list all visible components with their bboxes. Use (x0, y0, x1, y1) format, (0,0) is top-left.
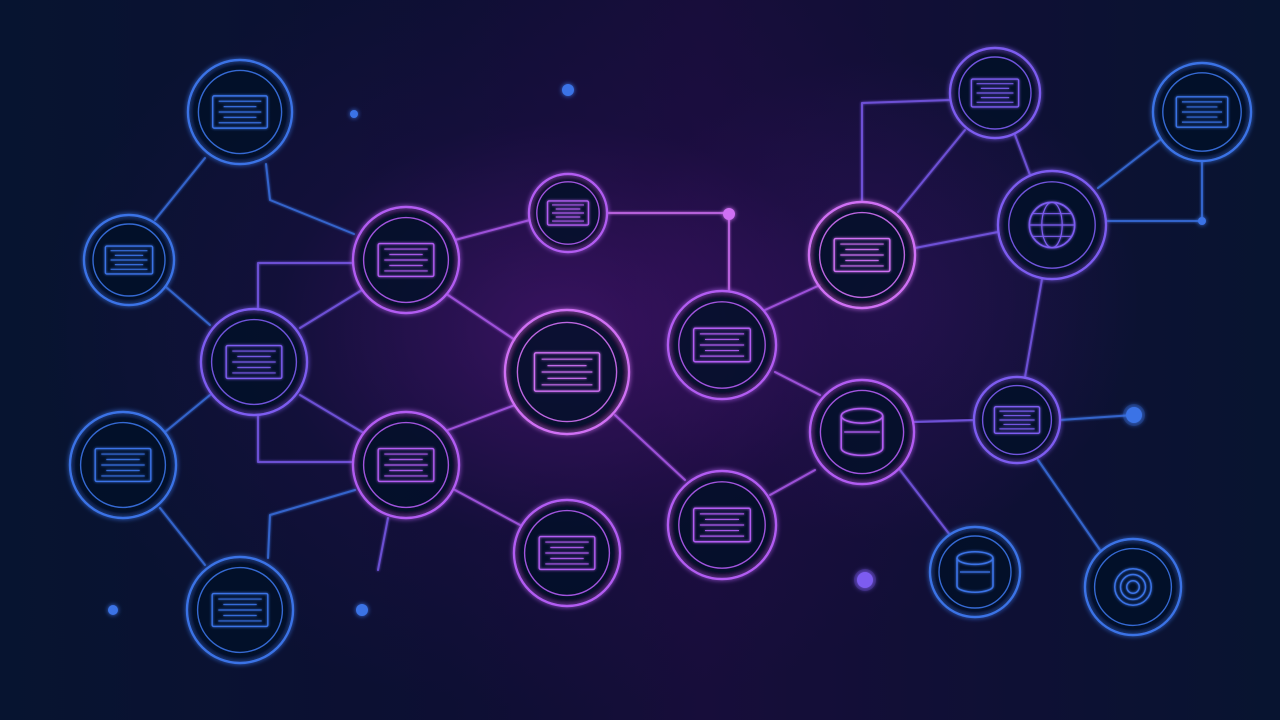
database-icon (956, 550, 994, 594)
endpoint-dot-bottom-left-a (108, 605, 118, 615)
endpoint-dot-bottom-left-b (356, 604, 368, 616)
network-node-left-mid (199, 307, 309, 417)
connection-line (861, 99, 951, 203)
connection-line (159, 507, 206, 566)
connection-line (913, 419, 975, 423)
network-node-left-upper (82, 213, 176, 307)
connection-line (1097, 139, 1161, 189)
document-lines-icon (377, 242, 435, 278)
network-node-corner-top-right (1151, 61, 1253, 163)
network-node-right-upper (807, 200, 917, 310)
endpoint-dot-far-right (1198, 217, 1206, 225)
document-lines-icon (993, 405, 1041, 435)
network-node-center-lower-left (351, 410, 461, 520)
connection-line (154, 157, 206, 221)
network-node-center-hub (503, 308, 631, 436)
connection-line (899, 469, 951, 536)
document-lines-icon (692, 327, 752, 363)
network-node-center-bottom (512, 498, 622, 608)
endpoint-dots (108, 84, 1206, 616)
network-node-mid-right-upper (666, 289, 778, 401)
connection-line (764, 284, 821, 311)
network-node-far-right-top (948, 46, 1042, 140)
document-lines-icon (104, 245, 154, 275)
connection-line (377, 517, 389, 571)
network-node-left-lower (68, 410, 178, 520)
network-node-center-upper-left (351, 205, 461, 315)
connection-line (447, 294, 516, 341)
connection-line (1037, 459, 1101, 551)
connection-line (1024, 278, 1043, 378)
network-node-bottom-right-drum (928, 525, 1022, 619)
connection-lines (112, 89, 1203, 611)
document-lines-icon (546, 200, 590, 226)
endpoint-dot-upper-center (723, 208, 735, 220)
network-node-far-right-mid (972, 375, 1062, 465)
connection-line (299, 289, 363, 329)
document-lines-icon (1175, 96, 1229, 128)
endpoint-dot-top-left-arm (350, 110, 358, 118)
network-nodes (68, 46, 1253, 665)
connection-line (606, 212, 730, 292)
connection-line (614, 414, 686, 481)
connection-line (164, 394, 211, 433)
network-node-bottom-left (185, 555, 295, 665)
connection-line (769, 469, 816, 496)
connection-line (914, 231, 999, 249)
endpoint-dot-right-mid (1123, 404, 1145, 426)
connection-line (1014, 134, 1031, 176)
network-node-far-right-globe (996, 169, 1108, 281)
document-lines-icon (692, 507, 752, 543)
document-lines-icon (211, 592, 269, 628)
network-node-center-top (527, 172, 609, 254)
connection-line (257, 262, 354, 311)
document-lines-icon (538, 535, 596, 571)
endpoint-dot-lower-right (854, 569, 876, 591)
target-icon (1114, 568, 1152, 606)
connection-line (454, 219, 531, 241)
connection-line (265, 163, 355, 235)
connection-line (299, 394, 363, 433)
connection-line (447, 404, 516, 431)
network-node-right-hub (808, 378, 916, 486)
document-lines-icon (833, 237, 891, 273)
network-node-bottom-right-target (1083, 537, 1183, 637)
document-lines-icon (94, 447, 152, 483)
connection-line (1059, 414, 1135, 421)
globe-icon (1028, 201, 1076, 249)
network-node-top-left (186, 58, 294, 166)
connection-line (257, 414, 354, 463)
document-lines-icon (533, 352, 601, 392)
document-lines-icon (225, 344, 283, 380)
document-lines-icon (970, 78, 1020, 108)
database-icon (840, 407, 884, 457)
connection-line (165, 286, 211, 326)
connection-line (897, 129, 966, 213)
network-node-mid-right-lower (666, 469, 778, 581)
connection-line (267, 489, 356, 559)
connection-line (774, 371, 821, 396)
document-lines-icon (377, 447, 435, 483)
connection-line (454, 489, 521, 526)
document-lines-icon (211, 95, 268, 129)
endpoint-dot-top-center (562, 84, 574, 96)
